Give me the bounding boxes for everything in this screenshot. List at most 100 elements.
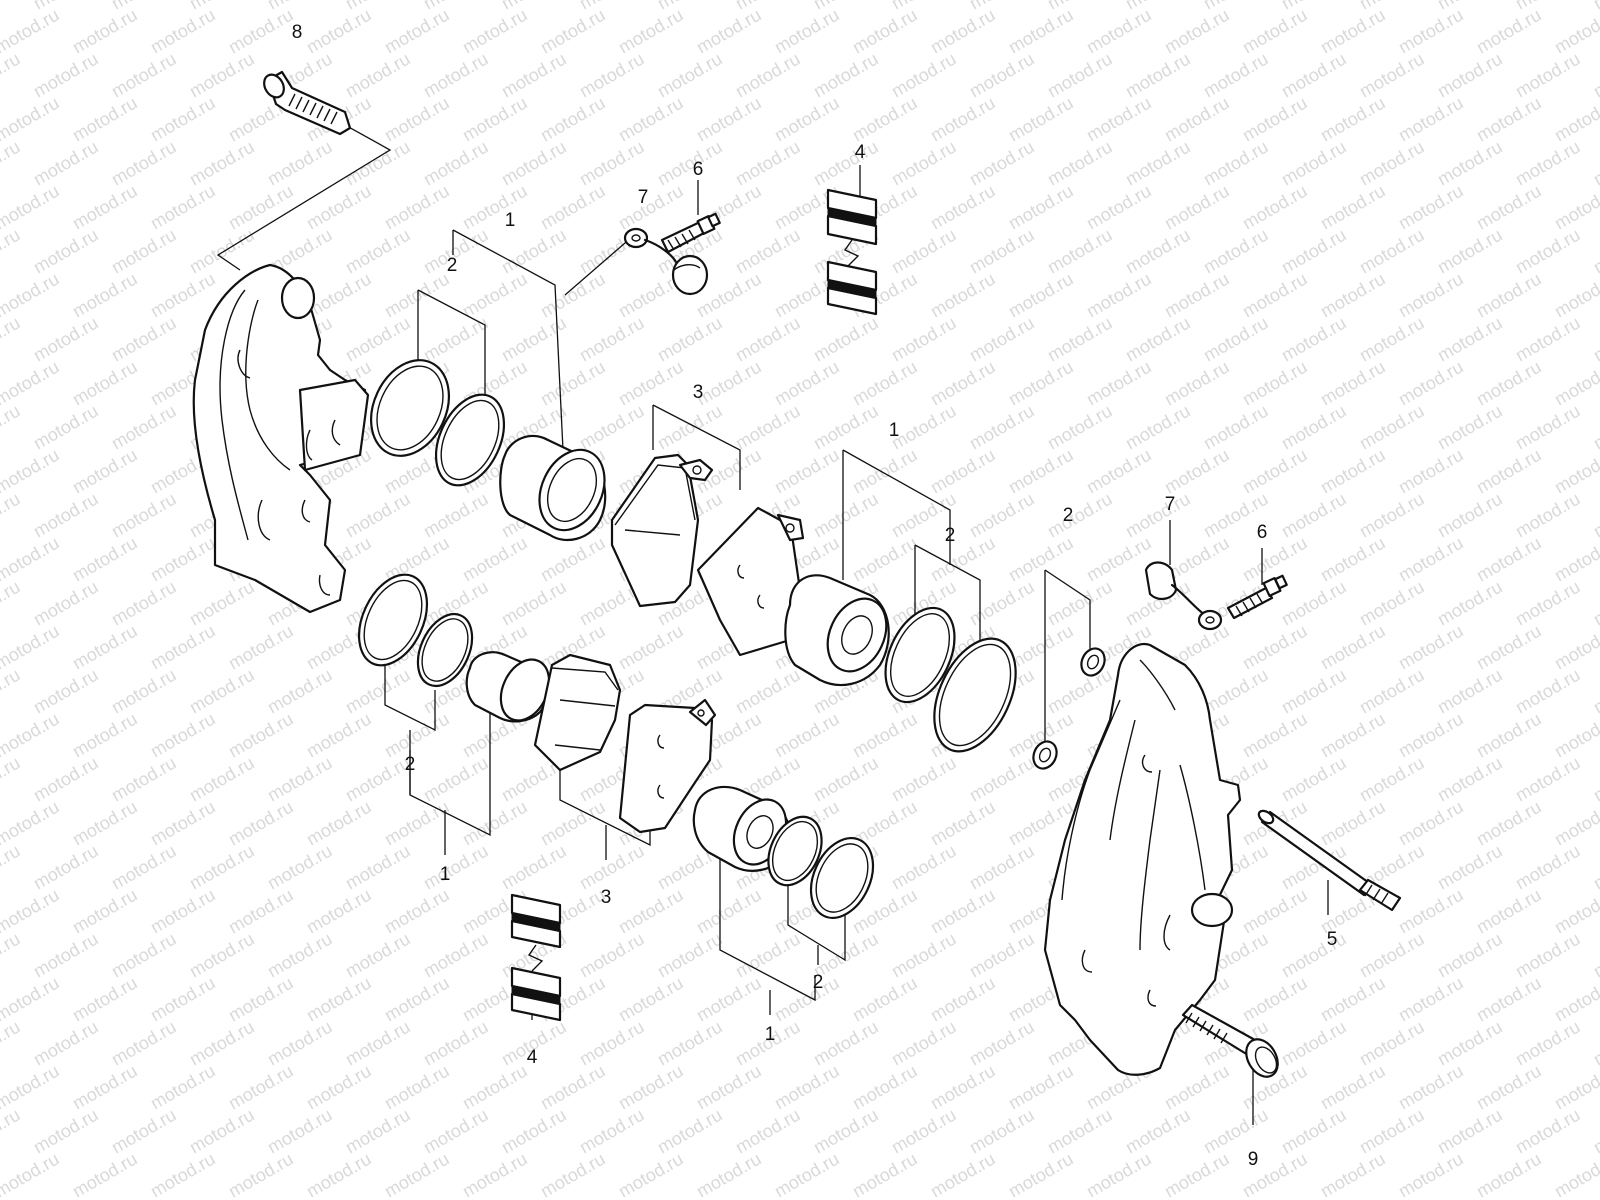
watermark-text: motod.ru [147, 93, 219, 146]
watermark-text: motod.ru [420, 1017, 492, 1070]
watermark-text: motod.ru [615, 621, 687, 674]
watermark-text: motod.ru [342, 49, 414, 102]
watermark-text: motod.ru [381, 885, 453, 938]
watermark-text: motod.ru [1317, 181, 1389, 234]
watermark-text: motod.ru [1356, 401, 1428, 454]
watermark-text: motod.ru [966, 1017, 1038, 1070]
watermark-text: motod.ru [927, 885, 999, 938]
watermark-text: motod.ru [147, 885, 219, 938]
watermark-text: motod.ru [1278, 225, 1350, 278]
watermark-text: motod.ru [186, 49, 258, 102]
watermark-text: motod.ru [927, 445, 999, 498]
watermark-text: motod.ru [1122, 225, 1194, 278]
watermark-text: motod.ru [459, 533, 531, 586]
watermark-text: motod.ru [147, 1061, 219, 1114]
watermark-text: motod.ru [849, 5, 921, 58]
watermark-text: motod.ru [1005, 93, 1077, 146]
watermark-text: motod.ru [810, 753, 882, 806]
watermark-text: motod.ru [537, 357, 609, 410]
watermark-text: motod.ru [615, 181, 687, 234]
watermark-text: motod.ru [69, 181, 141, 234]
watermark-text: motod.ru [1512, 1017, 1584, 1070]
watermark-text: motod.ru [264, 137, 336, 190]
watermark-text: motod.ru [1512, 137, 1584, 190]
watermark-text: motod.ru [888, 1105, 960, 1158]
watermark-text: motod.ru [1356, 313, 1428, 366]
watermark-text: motod.ru [0, 533, 63, 586]
callout-2-seal-set-bottom-right: 2 [813, 972, 824, 993]
watermark-text: motod.ru [381, 181, 453, 234]
watermark-text: motod.ru [888, 929, 960, 982]
watermark-text: motod.ru [849, 709, 921, 762]
watermark-text: motod.ru [69, 269, 141, 322]
watermark-text: motod.ru [537, 269, 609, 322]
watermark-text: motod.ru [966, 225, 1038, 278]
watermark-text: motod.ru [1395, 269, 1467, 322]
callout-9-bolt: 9 [1248, 1149, 1259, 1170]
watermark-text: motod.ru [576, 401, 648, 454]
watermark-text: motod.ru [1005, 357, 1077, 410]
watermark-text: motod.ru [0, 1105, 24, 1158]
watermark-text: motod.ru [0, 841, 24, 894]
watermark-text: motod.ru [1122, 49, 1194, 102]
watermark-text: motod.ru [1278, 137, 1350, 190]
watermark-text: motod.ru [888, 841, 960, 894]
watermark-text: motod.ru [303, 1061, 375, 1114]
watermark-text: motod.ru [381, 709, 453, 762]
watermark-text: motod.ru [1122, 313, 1194, 366]
leader-lines [216, 124, 1329, 1125]
watermark-text: motod.ru [1473, 181, 1545, 234]
watermark-text: motod.ru [1083, 1149, 1155, 1200]
watermark-text: motod.ru [186, 841, 258, 894]
watermark-text: motod.ru [576, 1105, 648, 1158]
watermark-text: motod.ru [888, 49, 960, 102]
watermark-text: motod.ru [225, 5, 297, 58]
watermark-text: motod.ru [108, 225, 180, 278]
watermark-text: motod.ru [303, 181, 375, 234]
small-o-ring-upper [1080, 647, 1106, 677]
watermark-text: motod.ru [342, 313, 414, 366]
watermark-text: motod.ru [693, 973, 765, 1026]
watermark-text: motod.ru [342, 841, 414, 894]
watermark-text: motod.ru [615, 1061, 687, 1114]
pad-pin-5 [1257, 809, 1402, 912]
watermark-text: motod.ru [1083, 269, 1155, 322]
watermark-text: motod.ru [1278, 401, 1350, 454]
watermark-text: motod.ru [1044, 137, 1116, 190]
watermark-text: motod.ru [1317, 709, 1389, 762]
watermark-text: motod.ru [420, 1105, 492, 1158]
watermark-text: motod.ru [1044, 665, 1116, 718]
watermark-text: motod.ru [1434, 1105, 1506, 1158]
watermark-text: motod.ru [1434, 577, 1506, 630]
watermark-text: motod.ru [1551, 533, 1600, 586]
watermark-text: motod.ru [1356, 577, 1428, 630]
watermark-text: motod.ru [381, 1149, 453, 1200]
watermark-text: motod.ru [1395, 621, 1467, 674]
watermark-text: motod.ru [69, 885, 141, 938]
watermark-text: motod.ru [1239, 93, 1311, 146]
watermark-text: motod.ru [1512, 49, 1584, 102]
watermark-text: motod.ru [108, 665, 180, 718]
watermark-text: motod.ru [1473, 533, 1545, 586]
watermark-text: motod.ru [0, 753, 24, 806]
watermark-text: motod.ru [186, 929, 258, 982]
watermark-text: motod.ru [1317, 621, 1389, 674]
watermark-text: motod.ru [1551, 885, 1600, 938]
watermark-text: motod.ru [459, 269, 531, 322]
watermark-text: motod.ru [459, 1149, 531, 1200]
watermark-text: motod.ru [1473, 973, 1545, 1026]
watermark-text: motod.ru [186, 753, 258, 806]
watermark-text: motod.ru [849, 1149, 921, 1200]
watermark-text: motod.ru [498, 137, 570, 190]
watermark-text: motod.ru [1395, 1061, 1467, 1114]
watermark-text: motod.ru [732, 1105, 804, 1158]
watermark-text: motod.ru [342, 753, 414, 806]
watermark-text: motod.ru [1551, 357, 1600, 410]
callout-labels: 8 1 2 7 6 4 3 1 2 2 7 6 2 1 3 4 2 1 5 9 [292, 22, 1338, 1170]
watermark-text: motod.ru [1551, 1061, 1600, 1114]
callout-7-cap-top: 7 [638, 187, 649, 208]
watermark-text: motod.ru [30, 49, 102, 102]
watermark-text: motod.ru [108, 577, 180, 630]
watermark-text: motod.ru [1434, 225, 1506, 278]
